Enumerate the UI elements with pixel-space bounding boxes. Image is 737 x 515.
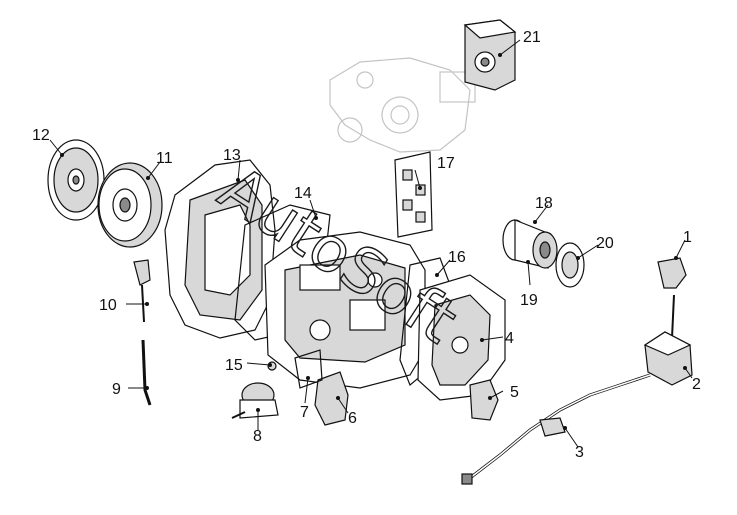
part-18-19-yoke	[502, 219, 558, 269]
leader-lines	[49, 39, 693, 448]
callout-7: 7	[300, 404, 309, 421]
callout-9: 9	[112, 381, 121, 398]
callout-5: 5	[510, 384, 519, 401]
callout-10: 10	[99, 297, 117, 314]
callout-3: 3	[575, 444, 584, 461]
callout-6: 6	[348, 410, 357, 427]
callout-13: 13	[223, 147, 241, 164]
part-1-shift-knob	[657, 257, 687, 289]
callout-19: 19	[520, 292, 538, 309]
main-transmission-case	[264, 231, 426, 389]
callout-16: 16	[448, 249, 466, 266]
part-20-seal	[555, 242, 585, 288]
leader-dots	[60, 53, 687, 430]
callout-17: 17	[437, 155, 455, 172]
part-6-filter	[314, 371, 349, 426]
callout-2: 2	[692, 376, 701, 393]
callout-12: 12	[32, 127, 50, 144]
part-12-flexplate	[47, 139, 105, 221]
callout-14: 14	[294, 185, 312, 202]
part-10-dipstick-handle	[133, 259, 151, 323]
part-7-gasket	[294, 349, 323, 389]
part-2-shifter	[643, 294, 693, 386]
callout-8: 8	[253, 428, 262, 445]
callout-15: 15	[225, 357, 243, 374]
callout-20: 20	[596, 235, 614, 252]
part-9-dipstick-tube	[141, 339, 152, 406]
part-17-valve-plate	[394, 151, 433, 238]
part-5-rear-cover	[469, 379, 499, 421]
ghost-transfer-case	[329, 57, 476, 153]
callout-1: 1	[683, 229, 692, 246]
callout-18: 18	[535, 195, 553, 212]
callout-11: 11	[156, 150, 173, 167]
part-3-shift-cable	[461, 373, 651, 485]
callout-labels: 1 2 3 4 5 6 7 8 9 10 11 12 13 14 15 16 1…	[32, 29, 701, 461]
extension-housing	[417, 274, 506, 401]
part-11-torque-converter	[97, 162, 163, 248]
callout-4: 4	[505, 330, 514, 347]
callout-21: 21	[523, 29, 541, 46]
part-21-mount	[463, 19, 517, 91]
part-8-mount	[231, 382, 279, 419]
